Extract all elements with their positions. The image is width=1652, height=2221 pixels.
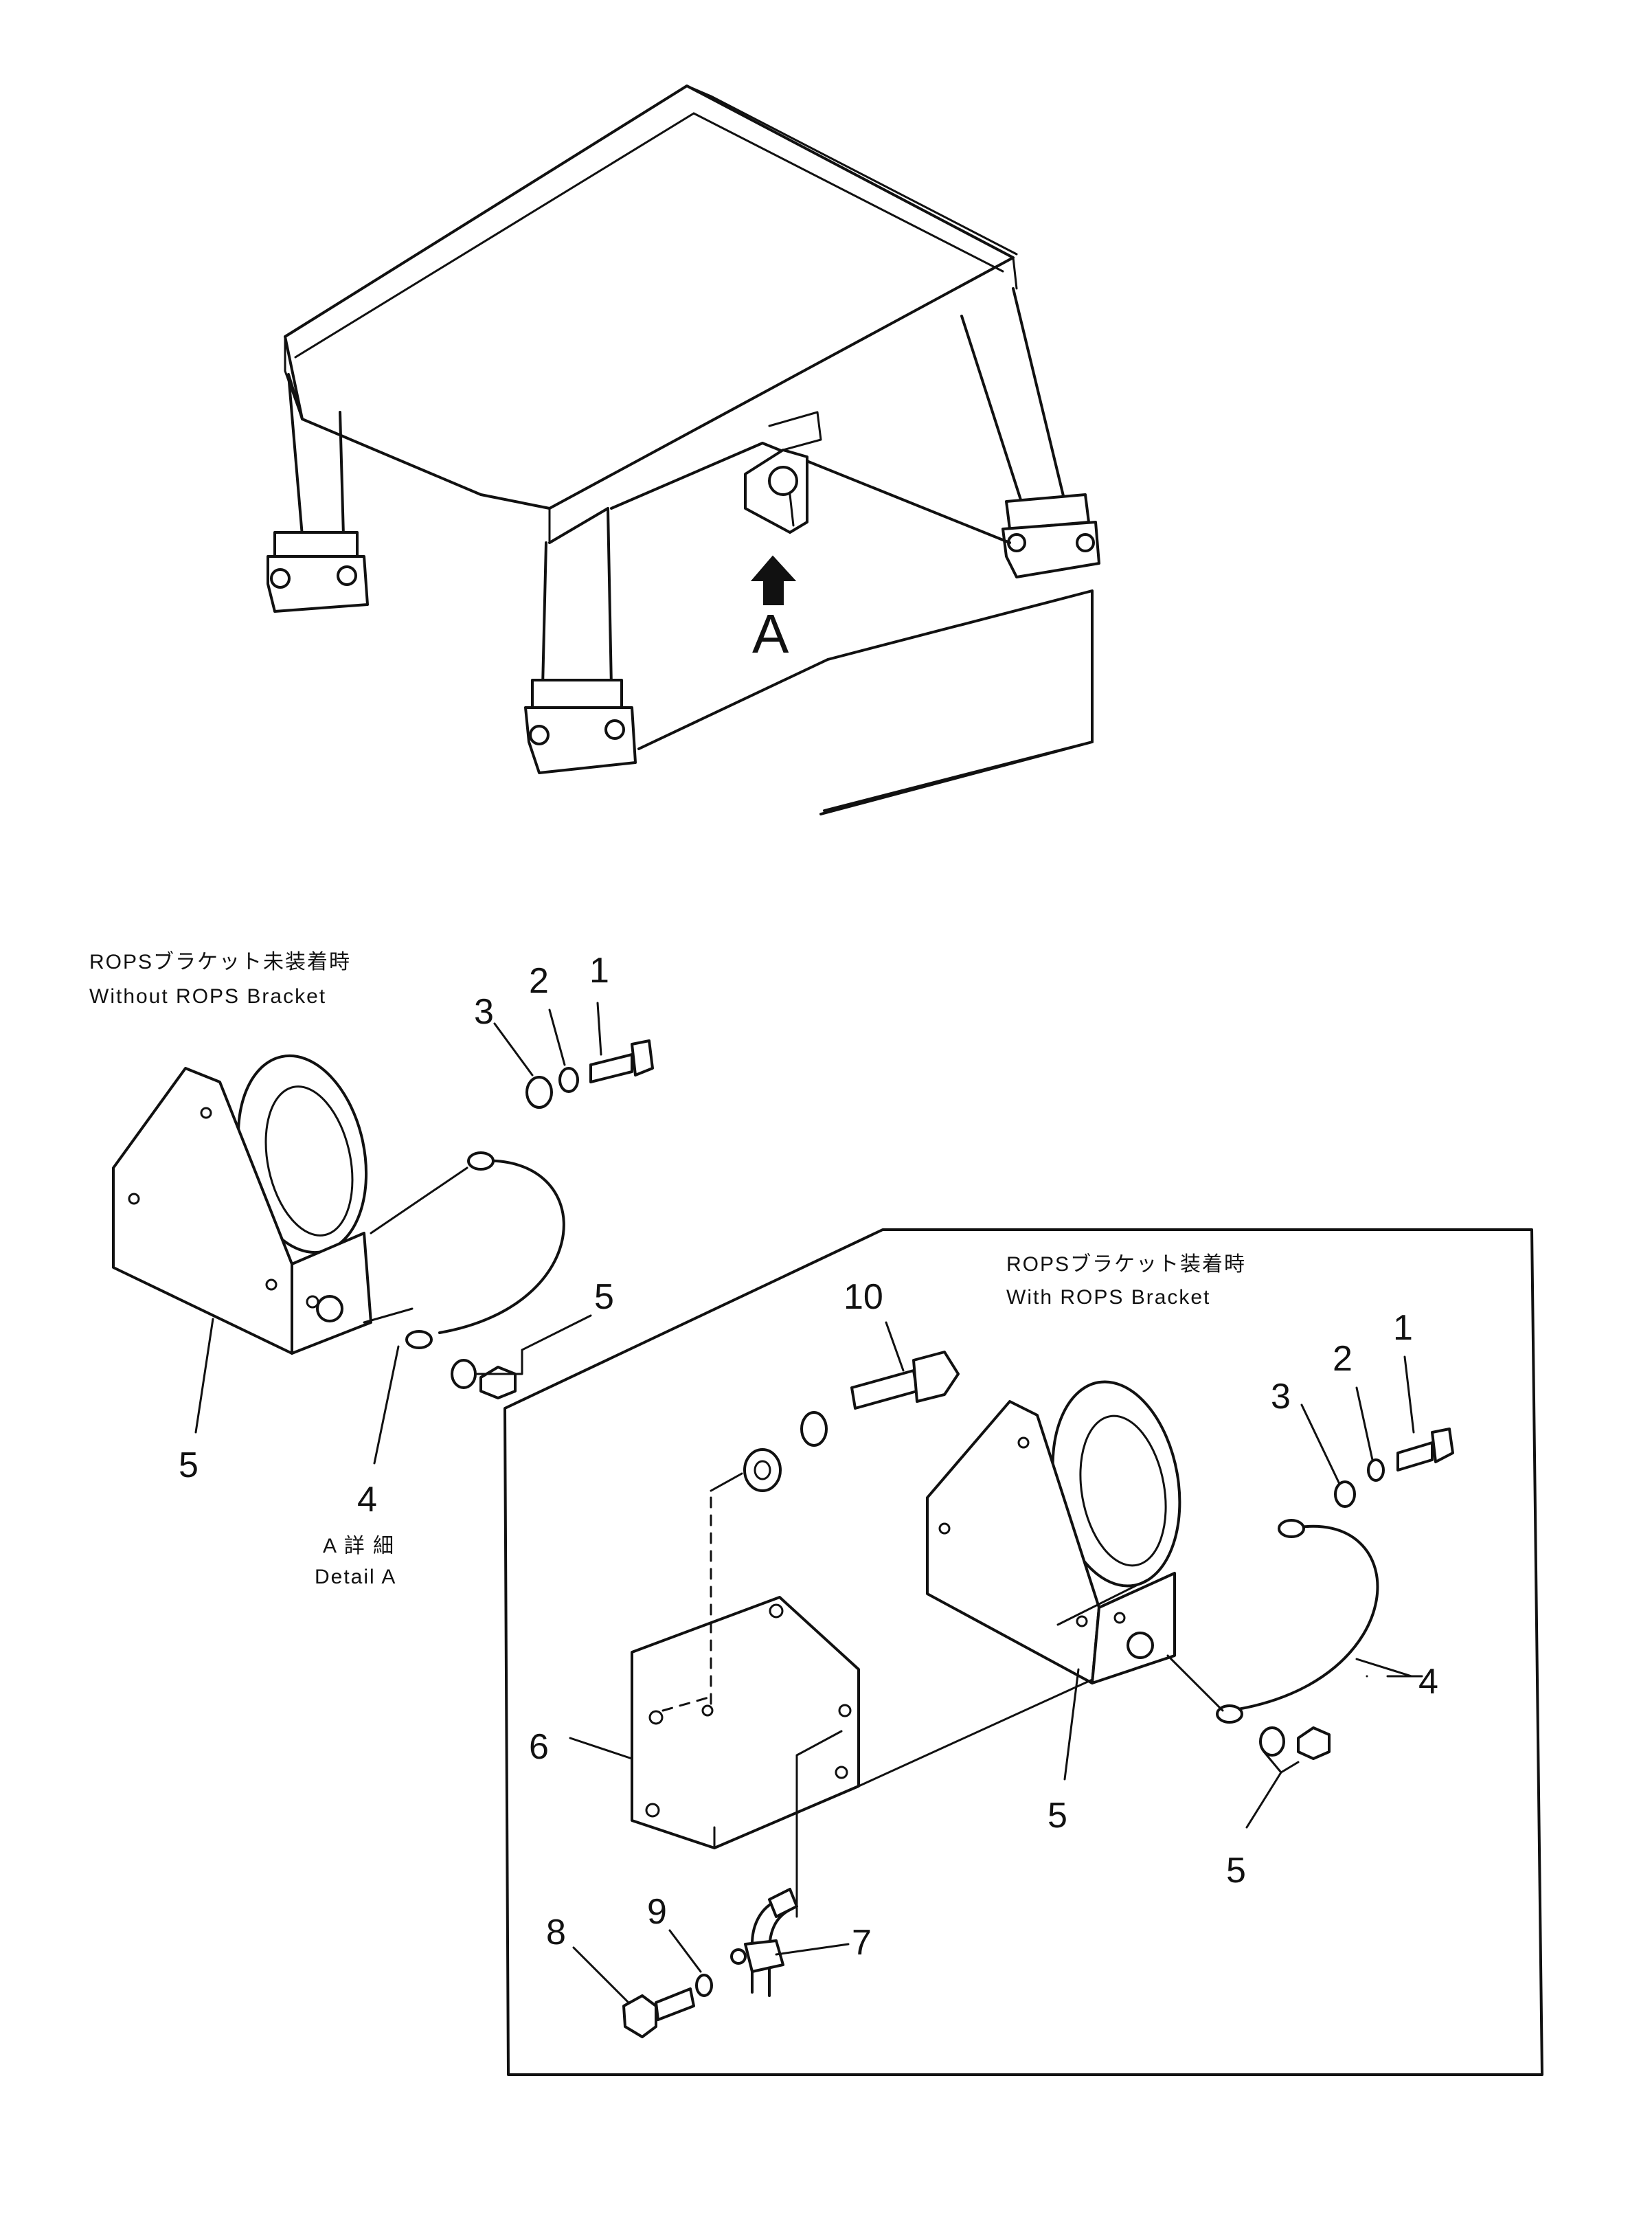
canopy-assembly [267, 84, 1100, 815]
callout-left-2: 2 [529, 961, 549, 1001]
washer-5-right [1259, 1726, 1285, 1757]
callout-right-6: 6 [529, 1727, 549, 1767]
bolt-10 [850, 1351, 960, 1410]
nut-5-right [1297, 1726, 1331, 1760]
lock-washer-9 [695, 1974, 713, 1997]
with-rops-frame [503, 1228, 1543, 2076]
callout-right-1: 1 [1393, 1308, 1413, 1348]
bolt-1-right [1396, 1428, 1454, 1472]
lock-washer-2-right [1367, 1458, 1385, 1482]
lock-washer-2-left [558, 1067, 579, 1093]
washer-10 [743, 1448, 782, 1492]
canopy-leg-front-left [287, 373, 345, 537]
warning-bracket-right [857, 1380, 1181, 1788]
bolt-1-left [589, 1039, 654, 1083]
ground-cable-right [1166, 1519, 1379, 1724]
canopy-leg-rear-right [960, 287, 1066, 510]
leaders-right [569, 1321, 1423, 2004]
canopy-leg-front-right [541, 507, 613, 688]
callout-right-10: 10 [844, 1277, 883, 1317]
callout-right-9: 9 [647, 1892, 667, 1932]
callout-right-2: 2 [1333, 1339, 1353, 1379]
washer-3-left [525, 1076, 553, 1109]
nut-5-left [479, 1366, 517, 1399]
callout-left-5-nut: 5 [594, 1277, 614, 1317]
cab-body [637, 589, 1094, 815]
callout-right-5-nut: 5 [1226, 1851, 1246, 1891]
callout-right-3: 3 [1271, 1377, 1291, 1417]
callout-right-5-bracket: 5 [1048, 1796, 1067, 1836]
leaders-left [194, 1002, 602, 1465]
detail-caption-en: Detail A [315, 1566, 396, 1588]
callout-left-3: 3 [474, 992, 494, 1032]
callout-right-7: 7 [852, 1923, 872, 1963]
left-assembly [112, 1054, 468, 1355]
lock-washer-10 [800, 1411, 828, 1447]
view-arrow-a: A [750, 555, 797, 664]
callout-right-4: 4 [1418, 1662, 1438, 1702]
callout-left-4: 4 [357, 1480, 377, 1520]
with-caption-en: With ROPS Bracket [1006, 1286, 1210, 1309]
washer-5-left [451, 1359, 477, 1389]
with-caption-jp: ROPSブラケット装着時 [1006, 1253, 1246, 1276]
ground-cable-left [405, 1151, 565, 1349]
washer-3-right [1334, 1480, 1356, 1508]
callout-right-8: 8 [546, 1913, 566, 1952]
without-caption-en: Without ROPS Bracket [89, 985, 326, 1008]
view-marker-label: A [752, 603, 789, 664]
bolt-8 [622, 1987, 695, 2038]
callout-left-5-bracket: 5 [179, 1445, 199, 1485]
detail-caption-jp: A 詳 細 [323, 1535, 395, 1557]
cable-clamp-7 [730, 1888, 798, 1997]
callout-left-1: 1 [589, 951, 609, 991]
without-caption-jp: ROPSブラケット未装着時 [89, 951, 351, 973]
rops-adapter-plate-6 [631, 1472, 860, 1918]
